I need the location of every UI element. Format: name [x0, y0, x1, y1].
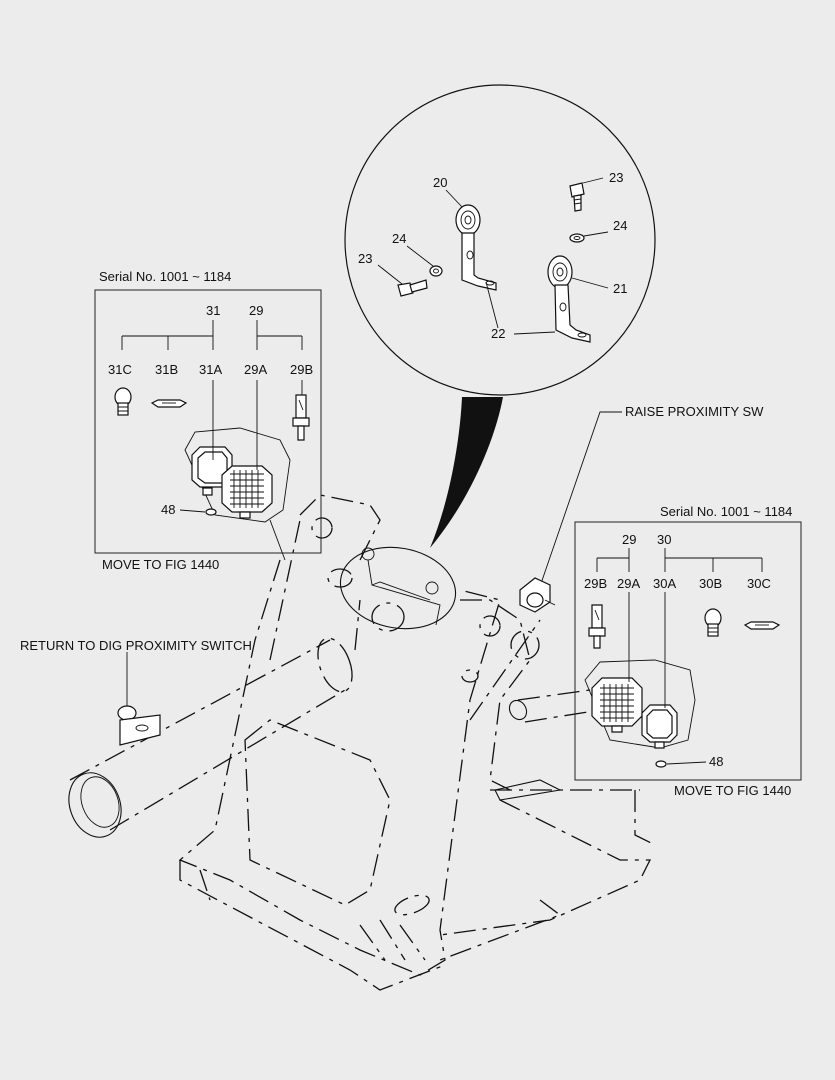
- raise-sw-label: RAISE PROXIMITY SW: [625, 404, 764, 419]
- callout-20: 20: [433, 175, 447, 190]
- right-washer-48: 48: [709, 754, 723, 769]
- return-to-dig-switch: RETURN TO DIG PROXIMITY SWITCH: [20, 638, 252, 746]
- left-item-31A: 31A: [199, 362, 222, 377]
- right-group-30: 30: [657, 532, 671, 547]
- right-group-29: 29: [622, 532, 636, 547]
- left-washer-48: 48: [161, 502, 175, 517]
- callout-24-left: 24: [392, 231, 406, 246]
- washer-48-right: [655, 760, 707, 768]
- bracket-20: [455, 204, 497, 291]
- left-group-31: 31: [206, 303, 220, 318]
- detail-pointer: [430, 397, 503, 548]
- right-item-30B: 30B: [699, 576, 722, 591]
- right-item-30A: 30A: [653, 576, 676, 591]
- callout-22: 22: [491, 326, 505, 341]
- right-serial: Serial No. 1001 ~ 1184: [660, 504, 792, 519]
- left-lamp-box: Serial No. 1001 ~ 1184 31 29 31C 31B 31A…: [94, 269, 322, 572]
- bolt-23-left: [397, 279, 428, 297]
- callout-24-right: 24: [613, 218, 627, 233]
- right-lamp-box: Serial No. 1001 ~ 1184 29 30 29B 29A 30A…: [574, 504, 802, 798]
- callout-23-left: 23: [358, 251, 372, 266]
- left-group-29: 29: [249, 303, 263, 318]
- left-item-31C: 31C: [108, 362, 132, 377]
- bulb-30c-icon: [743, 621, 781, 630]
- bulb-31c-icon: [114, 387, 132, 416]
- raise-proximity-switch: RAISE PROXIMITY SW: [519, 404, 764, 613]
- callout-21: 21: [613, 281, 627, 296]
- loader-frame-phantom: [68, 494, 656, 991]
- left-item-31B: 31B: [155, 362, 178, 377]
- bolt-23-right: [569, 182, 585, 212]
- bulb-30b-icon: [704, 608, 722, 637]
- right-item-29B: 29B: [584, 576, 607, 591]
- washer-24-right: [569, 233, 585, 243]
- left-item-29A: 29A: [244, 362, 267, 377]
- left-item-29B: 29B: [290, 362, 313, 377]
- bulb-31b-icon: [150, 399, 188, 408]
- left-serial: Serial No. 1001 ~ 1184: [99, 269, 231, 284]
- work-lamp-29a-right: [584, 659, 696, 749]
- bulb-29b-right-icon: [588, 604, 606, 649]
- right-move-note: MOVE TO FIG 1440: [674, 783, 791, 798]
- detail-circle: 20 23 24 23 24 21 22: [344, 84, 656, 396]
- left-move-note: MOVE TO FIG 1440: [102, 557, 219, 572]
- right-item-29A: 29A: [617, 576, 640, 591]
- callout-23-right: 23: [609, 170, 623, 185]
- return-sw-label: RETURN TO DIG PROXIMITY SWITCH: [20, 638, 252, 653]
- washer-48-left: [179, 508, 217, 516]
- right-item-30C: 30C: [747, 576, 771, 591]
- mount-detail-area: [339, 546, 457, 630]
- work-lamp-30a: [641, 704, 678, 749]
- bracket-21: [547, 255, 591, 343]
- washer-24-left: [429, 265, 443, 277]
- bulb-29b-icon: [292, 394, 310, 441]
- work-lamp-29a: [221, 465, 273, 519]
